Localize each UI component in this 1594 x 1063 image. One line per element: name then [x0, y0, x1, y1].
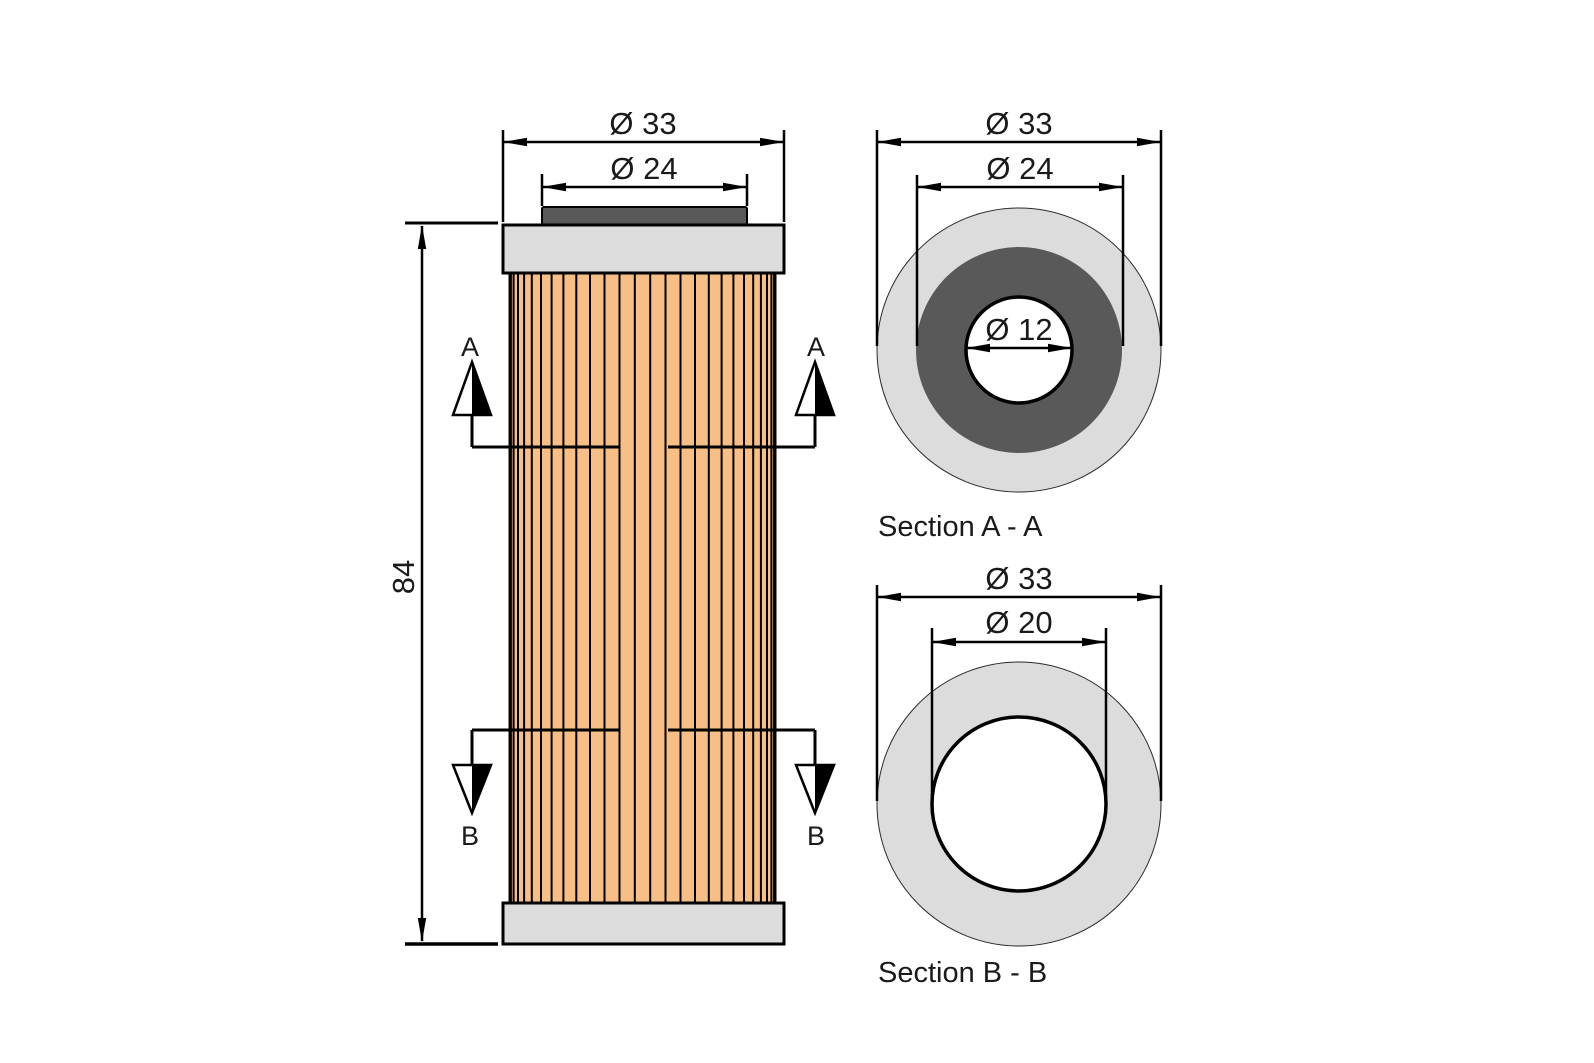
section-bb-title: Section B - B — [878, 957, 1047, 989]
front-dim-seal: Ø 24 — [540, 151, 749, 206]
section-bb-dim-outer: Ø 33 — [875, 561, 1163, 801]
cut-label-b-left: B — [461, 821, 479, 851]
section-bb-dim-hole: Ø 20 — [930, 605, 1108, 801]
front-dim-seal-label: Ø 24 — [610, 151, 677, 186]
front-dim-outer-label: Ø 33 — [609, 106, 676, 141]
section-arrow-up-fill — [815, 362, 834, 415]
pleat-lines — [509, 273, 776, 903]
filter-bottom-cap — [501, 901, 786, 946]
cut-line-b: B B — [451, 728, 836, 851]
section-aa-dim-hole-label: Ø 12 — [985, 312, 1052, 347]
front-dim-height: 84 — [386, 221, 498, 946]
section-aa-title: Section A - A — [878, 511, 1043, 543]
section-bb-center-hole — [930, 715, 1108, 893]
front-view: Ø 33 Ø 24 84 A A — [386, 106, 836, 946]
section-aa-dim-ring: Ø 24 — [915, 151, 1125, 346]
section-aa-dim-outer-label: Ø 33 — [985, 106, 1052, 141]
cut-line-a: A A — [451, 332, 836, 449]
filter-pleated-body — [508, 271, 777, 905]
section-arrow-down-fill — [815, 765, 834, 813]
cut-label-a-left: A — [461, 332, 479, 362]
section-aa-view: Ø 33 Ø 24 Ø 12 Section A - A — [875, 106, 1163, 543]
front-dim-height-label: 84 — [386, 560, 421, 594]
section-bb-dim-outer-label: Ø 33 — [985, 561, 1052, 596]
filter-top-cap — [501, 223, 786, 275]
section-aa-dim-ring-label: Ø 24 — [986, 151, 1053, 186]
section-bb-dim-hole-label: Ø 20 — [985, 605, 1052, 640]
section-arrow-up-fill — [472, 362, 491, 415]
section-aa-dim-outer: Ø 33 — [875, 106, 1163, 346]
filter-top-seal — [541, 206, 748, 226]
front-dim-outer: Ø 33 — [501, 106, 786, 222]
section-arrow-down-fill — [472, 765, 491, 813]
cut-label-a-right: A — [807, 332, 825, 362]
cut-label-b-right: B — [807, 821, 825, 851]
section-bb-view: Ø 33 Ø 20 Section B - B — [875, 561, 1163, 989]
section-aa-dim-hole: Ø 12 — [966, 312, 1072, 353]
